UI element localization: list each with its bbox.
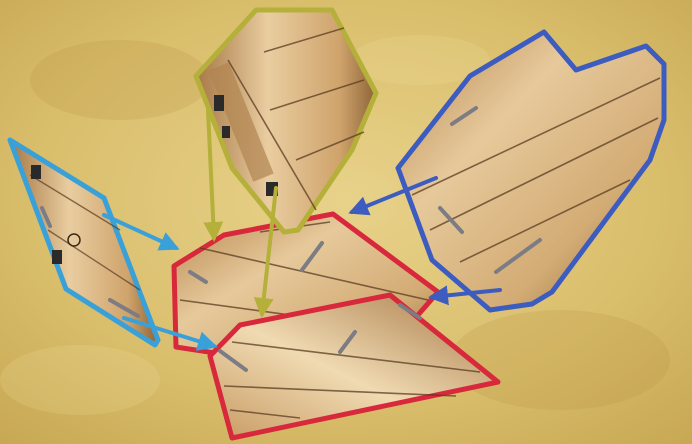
top-panel-slot-a xyxy=(214,95,224,111)
left-panel-slot-bottom xyxy=(52,250,62,264)
left-panel-slot-top xyxy=(31,165,41,179)
top-panel-slot-c xyxy=(222,126,230,138)
